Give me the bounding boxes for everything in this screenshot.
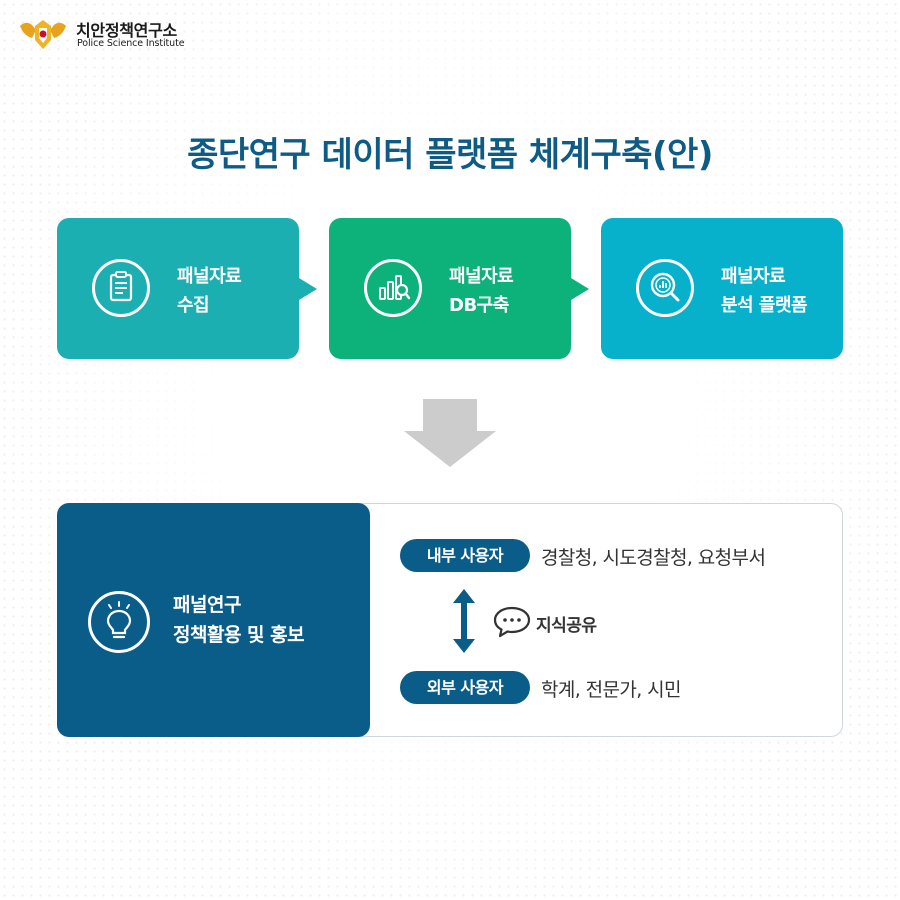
bar-chart-search-icon xyxy=(364,259,422,317)
down-arrow-icon xyxy=(404,399,496,467)
lightbulb-icon xyxy=(88,591,150,653)
policy-box: 패널연구 정책활용 및 홍보 xyxy=(57,503,370,737)
step-label-line1: 패널자료 xyxy=(449,266,514,287)
police-emblem-icon xyxy=(20,20,66,49)
chat-bubble-icon xyxy=(493,606,531,638)
bidirectional-arrow-icon xyxy=(453,589,475,653)
flow-arrow-right xyxy=(571,278,589,300)
internal-user-badge: 내부 사용자 xyxy=(400,539,530,572)
step-collection-label: 패널자료 수집 xyxy=(177,262,242,320)
step-db-label: 패널자료 DB구축 xyxy=(449,262,514,320)
policy-label-line1: 패널연구 xyxy=(173,594,241,616)
policy-label-line2: 정책활용 및 홍보 xyxy=(173,624,305,646)
flow-arrow-right xyxy=(299,278,317,300)
step-label-line2: 수집 xyxy=(177,295,210,316)
policy-label: 패널연구 정책활용 및 홍보 xyxy=(173,590,305,650)
institute-logo: 치안정책연구소 Police Science Institute xyxy=(18,16,218,56)
step-analysis-box: 패널자료 분석 플랫폼 xyxy=(601,218,843,359)
logo-text-korean: 치안정책연구소 xyxy=(76,21,177,40)
step-label-line1: 패널자료 xyxy=(721,266,786,287)
magnifier-chart-icon xyxy=(636,259,694,317)
step-analysis-label: 패널자료 분석 플랫폼 xyxy=(721,262,808,320)
step-label-line1: 패널자료 xyxy=(177,266,242,287)
page-title: 종단연구 데이터 플랫폼 체계구축(안) xyxy=(187,135,713,175)
clipboard-icon xyxy=(92,259,150,317)
step-db-box: 패널자료 DB구축 xyxy=(329,218,571,359)
internal-user-description: 경찰청, 시도경찰청, 요청부서 xyxy=(541,547,766,569)
knowledge-share-label: 지식공유 xyxy=(536,616,597,636)
external-user-description: 학계, 전문가, 시민 xyxy=(541,679,682,701)
external-user-badge: 외부 사용자 xyxy=(400,671,530,704)
step-label-line2: 분석 플랫폼 xyxy=(721,295,808,316)
logo-text-english: Police Science Institute xyxy=(77,38,185,49)
step-collection-box: 패널자료 수집 xyxy=(57,218,299,359)
step-label-line2: DB구축 xyxy=(449,295,509,316)
